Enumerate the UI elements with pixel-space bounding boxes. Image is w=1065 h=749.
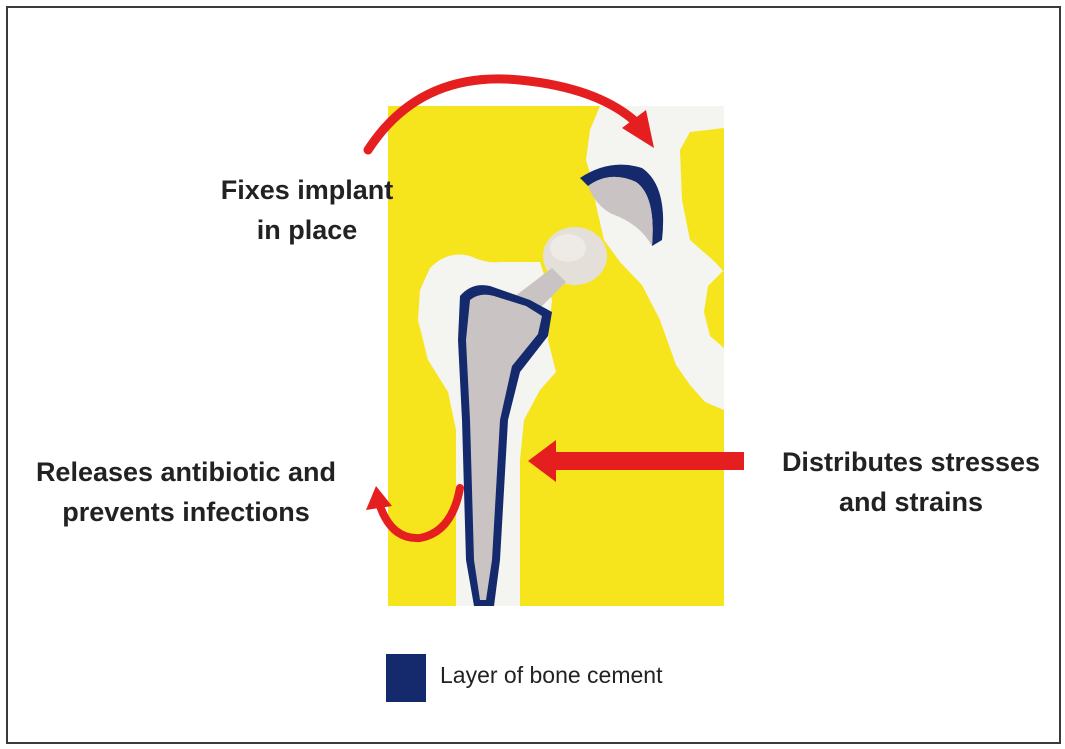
releases-label: Releases antibiotic and prevents infecti… [10, 452, 362, 532]
distributes-label: Distributes stresses and strains [758, 442, 1064, 522]
fixes-label-line2: in place [198, 210, 416, 250]
fixes-label-line1: Fixes implant [198, 170, 416, 210]
distributes-arrow-shaft-icon [548, 452, 744, 470]
releases-label-line2: prevents infections [10, 492, 362, 532]
distributes-label-line1: Distributes stresses [758, 442, 1064, 482]
fixes-label: Fixes implant in place [198, 170, 416, 250]
distributes-label-line2: and strains [758, 482, 1064, 522]
legend-label: Layer of bone cement [440, 662, 662, 689]
releases-label-line1: Releases antibiotic and [10, 452, 362, 492]
legend-swatch-cement [386, 654, 426, 702]
femoral-head-highlight [550, 234, 586, 262]
